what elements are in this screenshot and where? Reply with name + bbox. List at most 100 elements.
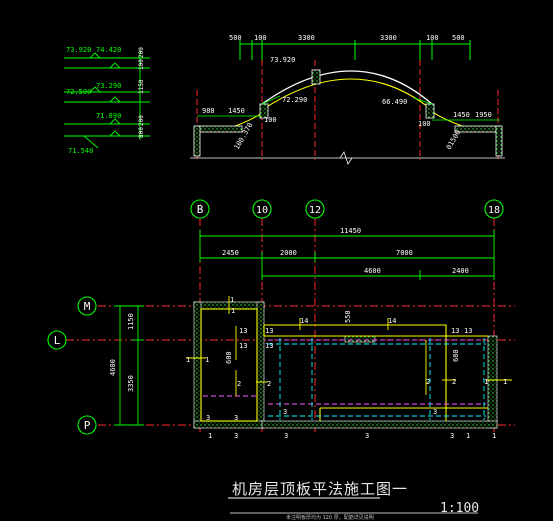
mark: 1 (503, 378, 507, 386)
dim-label: 3300 (298, 34, 315, 42)
rebar-lines (203, 338, 486, 420)
mark: 1 (208, 432, 212, 440)
rebar-markers (186, 296, 512, 396)
mark: 3 (283, 408, 287, 416)
mark: 3 (450, 432, 454, 440)
axis-bubble-18: 18 (484, 199, 504, 219)
dim-left: 3350 (127, 375, 135, 392)
level-label: 71.540 (68, 147, 93, 155)
mark: 1 (186, 356, 190, 364)
axis-bubble-12: 12 (305, 199, 325, 219)
section-top-dim-labels: 500 100 3300 3300 100 500 (229, 34, 465, 42)
drawing-note: 未注明板厚均为 120 厚，配筋详见说明 (286, 515, 374, 521)
mark: 2 (452, 378, 456, 386)
slope-label-right: 01500 (445, 129, 462, 151)
dim-row1: 7000 (396, 249, 413, 257)
elev-right: 66.490 (382, 98, 407, 106)
axis-label: P (84, 419, 91, 432)
drawing-title: 机房层顶板平法施工图一 (232, 480, 409, 498)
plan-dimension-labels: 11450 2450 2000 7000 4600 2400 1150 3350… (109, 227, 469, 392)
mark: 13 (239, 342, 247, 350)
mark: 2 (267, 380, 271, 388)
mark: 14 (388, 317, 396, 325)
mark: 1 (466, 432, 470, 440)
elev-crown: 73.920 (270, 56, 295, 64)
mark: 13 (265, 327, 273, 335)
level-label: 74.420 (96, 46, 121, 54)
rebar-labels: 1 1 14 14 550 13 13 13 13 13 13 600 680 … (186, 296, 507, 440)
mark: 1 (231, 307, 235, 315)
axis-bubbles-x: B 10 12 18 (190, 199, 504, 219)
mark: 3 (206, 414, 210, 422)
axis-label: B (197, 203, 204, 216)
dim-left-inner: 1450 (228, 107, 245, 115)
dim-right-outer: 1950 (475, 111, 492, 119)
break-symbol (339, 151, 353, 165)
dim-total: 11450 (340, 227, 361, 235)
dim-label: 500 (229, 34, 242, 42)
level-stack: 74.420 73.920 73.290 72.590 71.890 71.54… (64, 46, 150, 155)
dim-600: 600 (225, 351, 233, 364)
mark: 1 (484, 378, 488, 386)
dim-label: 100 (254, 34, 267, 42)
dim-550: 550 (344, 310, 352, 323)
col-label-left: 100 (264, 116, 277, 124)
dim-label: 100 (426, 34, 439, 42)
mark: 3 (234, 432, 238, 440)
mark: 2 (237, 380, 241, 388)
axis-bubble-P: P (77, 415, 97, 435)
dim-row2: 2400 (452, 267, 469, 275)
level-label: 73.920 (66, 46, 91, 54)
dim-row1: 2450 (222, 249, 239, 257)
section-dim-leaders (197, 95, 500, 121)
dim-680: 680 (452, 349, 460, 362)
axis-bubbles-y: M L P (47, 296, 97, 435)
dim-left: 1150 (127, 313, 135, 330)
mark: 13 (451, 327, 459, 335)
mark: 3 (433, 408, 437, 416)
mark: 3 (234, 414, 238, 422)
axis-bubble-B: B (190, 199, 210, 219)
axis-label: 10 (256, 205, 268, 216)
mark: 14 (300, 317, 308, 325)
mark: 3 (365, 432, 369, 440)
col-label-right: 100 (418, 120, 431, 128)
dim-right-inner: 1450 (453, 111, 470, 119)
stack-dim: 200 (138, 115, 145, 126)
mark: 3 (284, 432, 288, 440)
dim-left-total: 4600 (109, 359, 117, 376)
axis-label: 12 (309, 205, 321, 216)
section-view: 500 100 3300 3300 100 500 (64, 34, 505, 165)
mark: 1 (230, 296, 234, 304)
mark: 13 (239, 327, 247, 335)
level-label: 72.590 (66, 88, 91, 96)
section-top-dimension (239, 40, 471, 60)
mark: 13 (265, 342, 273, 350)
dim-label: 3300 (380, 34, 397, 42)
arch-roof (193, 69, 503, 157)
drawing-scale: 1:100 (440, 501, 480, 516)
axis-bubble-L: L (47, 330, 67, 350)
mark: 1 (205, 356, 209, 364)
section-labels: 73.920 72.290 66.490 980 1450 1450 1950 … (202, 56, 492, 151)
mark: 1 (492, 432, 496, 440)
dim-row2: 4600 (364, 267, 381, 275)
stack-dim: 1150 (138, 79, 145, 94)
mark: 13 (464, 327, 472, 335)
dim-left-outer: 980 (202, 107, 215, 115)
plan-view: B 10 12 18 M L (47, 199, 515, 440)
dim-row1: 2000 (280, 249, 297, 257)
axis-bubble-10: 10 (252, 199, 272, 219)
axis-label: M (84, 300, 91, 313)
stack-dim: 100 (138, 59, 145, 70)
dim-label: 500 (452, 34, 465, 42)
axis-label: L (54, 334, 61, 347)
level-label: 71.890 (96, 112, 121, 120)
elev-left: 72.290 (282, 96, 307, 104)
axis-label: 18 (488, 205, 500, 216)
plan-dimension-lines (114, 230, 495, 426)
stack-dim: 800 (138, 127, 145, 138)
level-label: 73.290 (96, 82, 121, 90)
mark: 2 (426, 378, 430, 386)
